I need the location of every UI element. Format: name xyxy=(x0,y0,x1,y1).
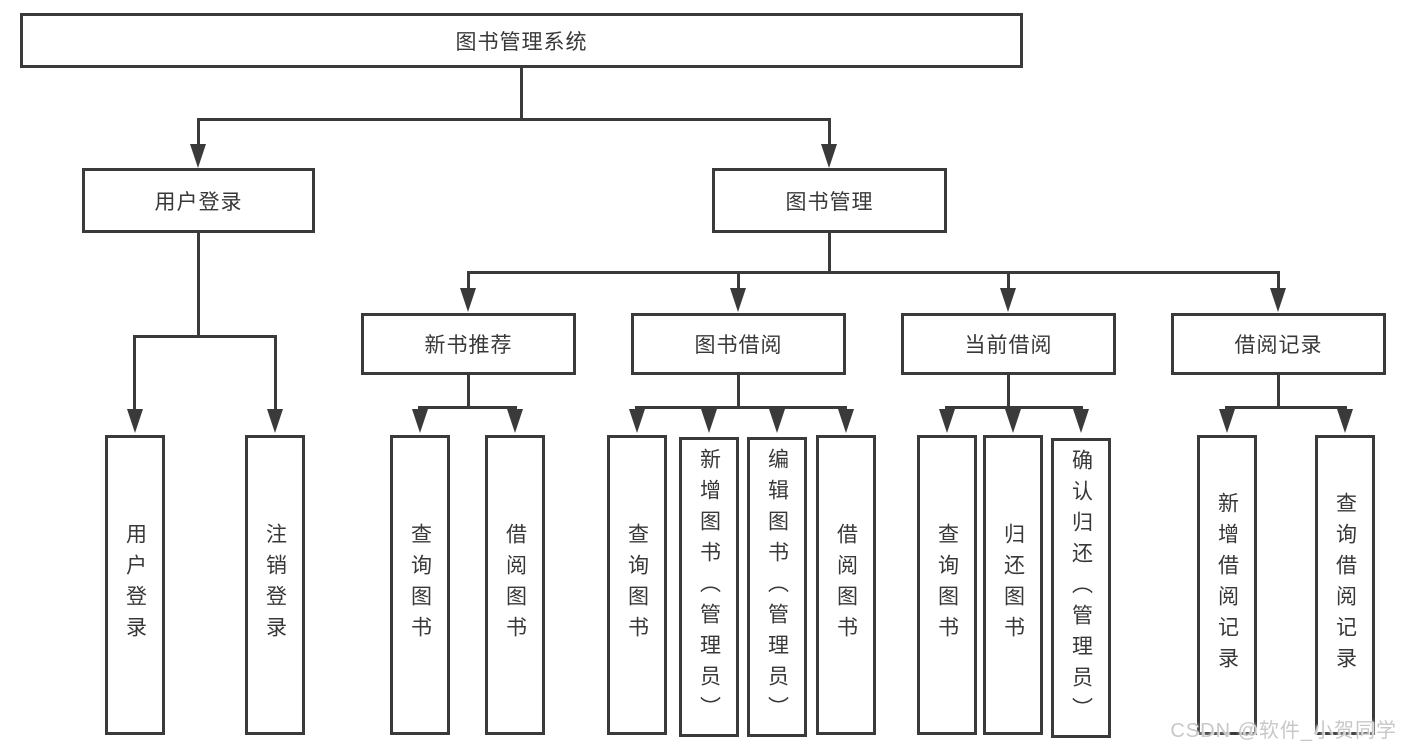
node-label: 确认归还（管理员） xyxy=(1069,448,1093,728)
node-book-borrowing: 图书借阅 xyxy=(631,313,846,375)
connector-line xyxy=(197,118,200,146)
arrowhead-down-icon xyxy=(190,144,206,168)
arrowhead-down-icon xyxy=(730,288,746,312)
connector-line xyxy=(274,335,277,413)
node-label: 图书管理 xyxy=(785,190,874,214)
arrowhead-down-icon xyxy=(507,409,523,433)
connector-line xyxy=(1225,406,1347,409)
node-label: 编辑图书（管理员） xyxy=(765,447,789,727)
connector-line xyxy=(945,406,1083,409)
leaf-cb-confirm-return-admin: 确认归还（管理员） xyxy=(1051,438,1111,738)
node-label: 归还图书 xyxy=(1001,523,1025,647)
arrowhead-down-icon xyxy=(1005,409,1021,433)
leaf-bb-borrow-books: 借阅图书 xyxy=(816,435,876,735)
leaf-br-query-borrow-record: 查询借阅记录 xyxy=(1315,435,1375,735)
leaf-br-add-borrow-record: 新增借阅记录 xyxy=(1197,435,1257,735)
arrowhead-down-icon xyxy=(267,409,283,433)
connector-line xyxy=(467,375,470,409)
arrowhead-down-icon xyxy=(821,144,837,168)
node-label: 新增借阅记录 xyxy=(1215,492,1239,678)
leaf-nbr-borrow-books: 借阅图书 xyxy=(485,435,545,735)
arrowhead-down-icon xyxy=(939,409,955,433)
leaf-bb-add-books-admin: 新增图书（管理员） xyxy=(679,437,739,737)
node-book-management: 图书管理 xyxy=(712,168,947,233)
arrowhead-down-icon xyxy=(1073,409,1089,433)
connector-line xyxy=(1277,271,1280,290)
leaf-cb-return-books: 归还图书 xyxy=(983,435,1043,735)
node-label: 借阅记录 xyxy=(1234,334,1323,357)
arrowhead-down-icon xyxy=(460,288,476,312)
node-new-book-recommendation: 新书推荐 xyxy=(361,313,576,375)
arrowhead-down-icon xyxy=(1000,288,1016,312)
arrowhead-down-icon xyxy=(769,409,785,433)
connector-line xyxy=(133,335,277,338)
connector-line xyxy=(635,406,847,409)
node-label: 图书借阅 xyxy=(694,334,783,357)
arrowhead-down-icon xyxy=(1270,288,1286,312)
node-label: 当前借阅 xyxy=(964,334,1053,357)
leaf-logout: 注销登录 xyxy=(245,435,305,735)
node-label: 新书推荐 xyxy=(424,334,513,357)
node-label: 查询图书 xyxy=(935,523,959,647)
leaf-bb-query-books: 查询图书 xyxy=(607,435,667,735)
csdn-watermark: CSDN @软件_小贺同学 xyxy=(1170,720,1397,742)
connector-line xyxy=(1007,271,1010,290)
connector-line xyxy=(467,271,1280,274)
leaf-user-login: 用户登录 xyxy=(105,435,165,735)
node-label: 查询图书 xyxy=(625,523,649,647)
connector-line xyxy=(467,271,470,290)
leaf-nbr-query-books: 查询图书 xyxy=(390,435,450,735)
arrowhead-down-icon xyxy=(701,409,717,433)
node-borrowing-records: 借阅记录 xyxy=(1171,313,1386,375)
arrowhead-down-icon xyxy=(838,409,854,433)
node-label: 查询图书 xyxy=(408,523,432,647)
node-label: 查询借阅记录 xyxy=(1333,492,1357,678)
node-label: 注销登录 xyxy=(263,523,287,647)
arrowhead-down-icon xyxy=(127,409,143,433)
connector-line xyxy=(197,118,831,121)
connector-line xyxy=(418,406,517,409)
leaf-cb-query-books: 查询图书 xyxy=(917,435,977,735)
connector-line xyxy=(828,233,831,274)
connector-line xyxy=(828,118,831,146)
connector-line xyxy=(1277,375,1280,409)
node-label: 用户登录 xyxy=(154,190,243,214)
arrowhead-down-icon xyxy=(412,409,428,433)
connector-line xyxy=(133,335,136,413)
node-label: 借阅图书 xyxy=(503,523,527,647)
node-current-borrowing: 当前借阅 xyxy=(901,313,1116,375)
node-label: 借阅图书 xyxy=(834,523,858,647)
connector-line xyxy=(737,271,740,290)
node-label: 图书管理系统 xyxy=(455,30,588,54)
arrowhead-down-icon xyxy=(1219,409,1235,433)
connector-line xyxy=(737,375,740,409)
arrowhead-down-icon xyxy=(1337,409,1353,433)
node-label: 新增图书（管理员） xyxy=(697,447,721,727)
leaf-bb-edit-books-admin: 编辑图书（管理员） xyxy=(747,437,807,737)
connector-line xyxy=(197,233,200,338)
node-label: 用户登录 xyxy=(123,523,147,647)
connector-line xyxy=(1007,375,1010,409)
node-library-management-system: 图书管理系统 xyxy=(20,13,1023,68)
connector-line xyxy=(520,68,523,121)
arrowhead-down-icon xyxy=(629,409,645,433)
node-user-login: 用户登录 xyxy=(82,168,315,233)
